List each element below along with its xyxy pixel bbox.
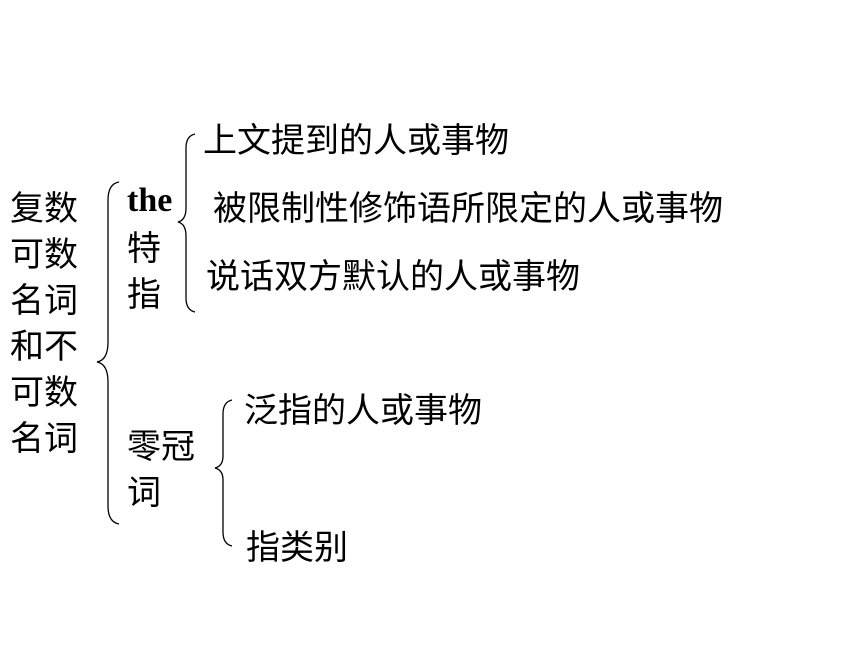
specific-bracket [177, 133, 196, 313]
zero-article-item-1: 泛指的人或事物 [244, 391, 482, 431]
specific-item-2: 被限制性修饰语所限定的人或事物 [213, 189, 723, 229]
zero-article-bracket [214, 399, 233, 547]
root-label: 复数可数名词和不可数名词 [10, 189, 78, 459]
branch-specific-label: 特指 [127, 229, 161, 315]
specific-item-3: 说话双方默认的人或事物 [206, 257, 580, 297]
branch-zero-article-label: 零冠词 [127, 427, 195, 513]
root-bracket [96, 181, 120, 525]
branch-the-label: the [127, 182, 173, 219]
specific-item-1: 上文提到的人或事物 [203, 121, 509, 161]
zero-article-item-2: 指类别 [246, 528, 348, 568]
